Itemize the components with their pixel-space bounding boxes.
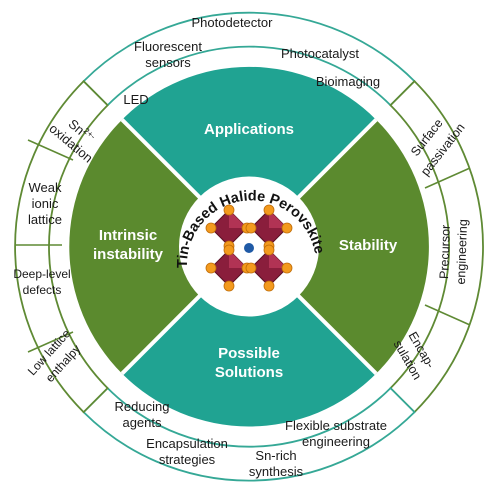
inner-ring <box>69 66 429 427</box>
instability-sn-dash: - <box>89 132 98 142</box>
octahedron-face-1 <box>229 210 247 228</box>
instability-band <box>69 119 201 374</box>
applications-band <box>122 66 377 199</box>
application-item-led: LED <box>123 92 148 107</box>
application-item-fluorescent: Fluorescent <box>134 39 202 54</box>
instability-item-defects: defects <box>23 283 62 297</box>
instability-item-weak: Weak <box>29 180 62 195</box>
outer-ring <box>14 11 484 482</box>
applications-items: Photodetector Fluorescent sensors Photoc… <box>123 15 380 107</box>
octahedron-face-4 <box>269 250 287 268</box>
perovskite-crystal-icon <box>205 204 293 292</box>
solution-item-reducing: Reducing <box>115 399 170 414</box>
halide-atom <box>263 244 275 256</box>
solution-item-encapsulation: Encapsulation <box>146 436 228 451</box>
solution-item-substrate-engineering: engineering <box>302 434 370 449</box>
halide-atom <box>263 280 275 292</box>
halide-atom <box>223 244 235 256</box>
halide-atom <box>245 262 257 274</box>
application-item-bioimaging: Bioimaging <box>316 74 380 89</box>
solution-item-flexible: Flexible substrate <box>285 418 387 433</box>
solution-item-synthesis: synthesis <box>249 464 304 479</box>
solution-item-sn-rich: Sn-rich <box>255 448 296 463</box>
instability-item-lattice: lattice <box>28 212 62 227</box>
solution-item-agents: agents <box>122 415 162 430</box>
instability-header-line2: instability <box>93 246 164 263</box>
solutions-items: Reducing agents Encapsulation strategies… <box>115 399 387 479</box>
stability-header: Stability <box>339 237 398 254</box>
application-item-sensors: sensors <box>145 55 191 70</box>
panel-dividers <box>15 139 471 353</box>
halide-atom <box>281 222 293 234</box>
halide-atom <box>223 280 235 292</box>
solutions-header-line1: Possible <box>218 345 280 362</box>
solution-item-strategies: strategies <box>159 452 216 467</box>
instability-outer-panel <box>14 79 109 414</box>
a-site-cation <box>244 243 254 253</box>
halide-atom <box>245 222 257 234</box>
stability-item-precursor: Precursor <box>437 225 453 280</box>
instability-items: Sn2+- oxidation Weak ionic lattice Deep-… <box>13 116 98 385</box>
octahedron-face-3 <box>229 250 247 268</box>
application-item-photodetector: Photodetector <box>192 15 274 30</box>
halide-atom <box>263 204 275 216</box>
applications-header: Applications <box>204 121 294 138</box>
halide-atom <box>223 204 235 216</box>
halide-atom <box>281 262 293 274</box>
halide-atom <box>205 262 217 274</box>
halide-atom <box>205 222 217 234</box>
application-item-photocatalyst: Photocatalyst <box>281 46 359 61</box>
instability-header-line1: Intrinsic <box>99 227 157 244</box>
instability-item-deep-level: Deep-level <box>13 267 70 281</box>
solutions-header-line2: Solutions <box>215 364 283 381</box>
instability-item-ionic: ionic <box>32 196 59 211</box>
stability-item-engineering: engineering <box>454 219 470 285</box>
solutions-band <box>122 295 377 427</box>
stability-band <box>297 119 429 374</box>
octahedron-face-2 <box>269 210 287 228</box>
